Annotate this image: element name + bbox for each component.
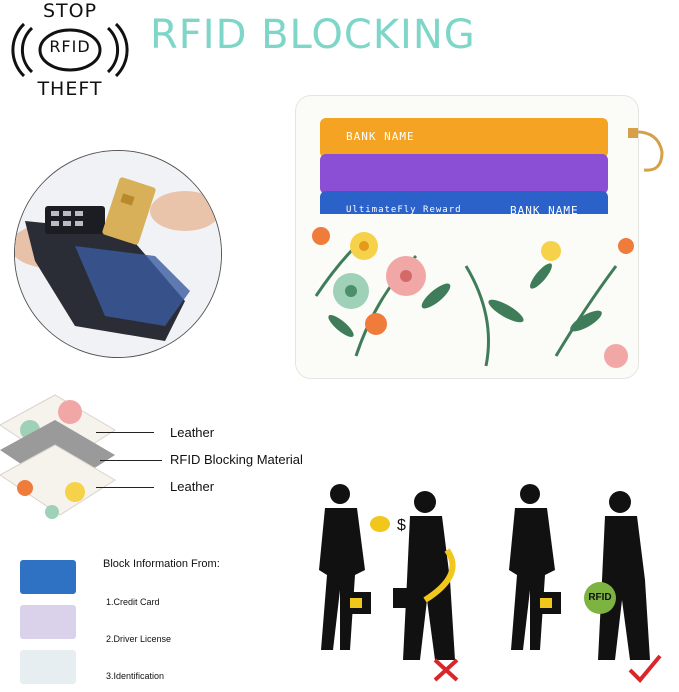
card-reader-illustration: [15, 151, 221, 357]
key-ring-icon: [628, 128, 664, 172]
rfid-theft-scenes: $ RFID: [295, 480, 679, 687]
bank-card-purple: [320, 154, 608, 194]
credit-card-thumbnail: [20, 560, 76, 594]
bank-name-label: BANK NAME: [346, 130, 415, 143]
not-protected-x-icon: [433, 658, 459, 682]
identification-thumbnail: [20, 650, 76, 684]
rfid-chip-label: RFID: [588, 592, 612, 603]
rfid-shield-chip: [584, 582, 616, 614]
reward-card-label: UltimateFly Reward: [346, 205, 462, 215]
rfid-waves-icon: [11, 22, 129, 78]
wallet-icon-1: [350, 598, 362, 608]
page-title: RFID BLOCKING: [150, 12, 476, 58]
layer-label-middle: RFID Blocking Material: [170, 452, 303, 467]
floral-pattern: [296, 214, 638, 378]
layers-illustration: [0, 394, 116, 519]
material-layers-diagram: [0, 390, 130, 530]
leader-line-middle: [100, 460, 162, 461]
block-item-driver-license: 2.Driver License: [106, 634, 172, 644]
dollar-symbol: $: [397, 517, 406, 534]
badge-center-text: RFID: [49, 37, 91, 56]
bank-name-label-2: BANK NAME: [510, 204, 579, 217]
stop-rfid-theft-badge: STOP RFID THEFT: [10, 0, 130, 100]
block-item-identification: 3.Identification: [106, 671, 165, 681]
silhouettes-illustration: $: [319, 484, 662, 683]
block-heading: Block Information From:: [103, 558, 220, 570]
layer-label-bottom: Leather: [170, 479, 215, 494]
layer-label-top: Leather: [170, 425, 215, 440]
reader-signal-1: [423, 548, 456, 603]
protected-check-icon: [628, 654, 662, 683]
badge-bottom-text: THEFT: [37, 78, 103, 100]
bank-card-orange: BANK NAME: [320, 118, 608, 158]
leader-line-top: [96, 432, 154, 433]
leader-line-bottom: [96, 487, 154, 488]
block-item-credit-card: 1.Credit Card: [106, 597, 160, 607]
card-holder-wallet: BANK NAME UltimateFly Reward BANK NAME: [295, 95, 639, 379]
driver-license-thumbnail: [20, 605, 76, 639]
payment-terminal-image: [14, 150, 222, 358]
wallet-icon-2: [540, 598, 552, 608]
badge-top-text: STOP: [42, 0, 98, 22]
